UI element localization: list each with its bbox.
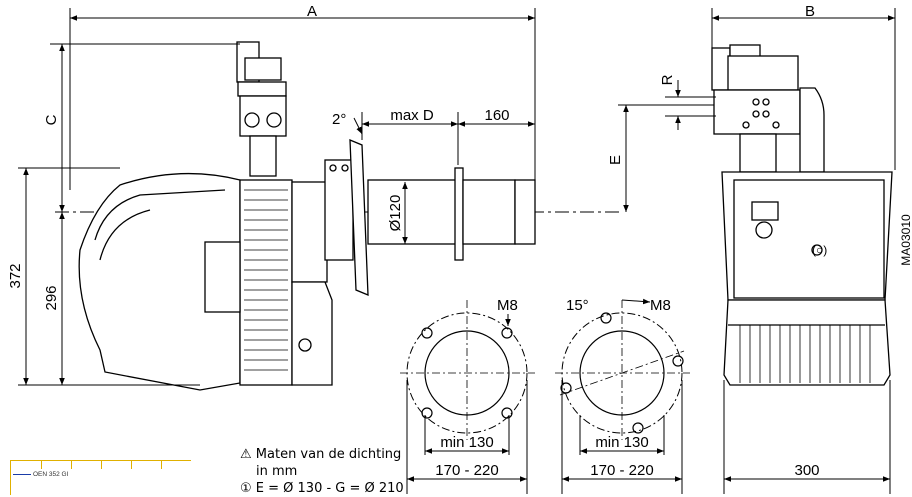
angle-2deg-label: 2° [332,111,346,128]
side-view-burner [55,41,620,391]
dimension-296-label: 296 [43,285,60,310]
range-right-label: 170 - 220 [590,462,653,479]
dimension-300-line [723,380,891,494]
dimension-d-label: max D [390,107,434,124]
dimension-dia120-label: Ø120 [387,195,404,232]
front-view-burner [711,44,893,386]
dimension-b-line [711,8,896,170]
grid-tick [71,461,72,469]
note-line-3: ① E = Ø 130 - G = Ø 210 [240,481,404,496]
dimension-min130-lines [424,415,665,455]
legend-label: OEN 352 GI [33,471,69,478]
seal-dimensions-note: ⚠ Maten van de dichting in mm ① E = Ø 13… [240,446,410,497]
grid-tick [41,461,42,469]
drawing-code: MA03010 [899,214,912,266]
dimension-160-label: 160 [484,107,509,124]
dimension-e-label: E [607,155,624,165]
min130-left-label: min 130 [440,434,493,451]
dimension-range-lines [406,380,683,494]
angle-15deg-label: 15° [566,297,589,314]
min130-right-label: min 130 [595,434,648,451]
dimension-372-label: 372 [7,263,24,288]
grid-tick [131,461,132,469]
dimension-372-line [18,167,200,386]
flange-view-right [555,300,690,440]
range-left-label: 170 - 220 [435,462,498,479]
grid-tick [161,461,162,469]
note-line-1: ⚠ Maten van de dichting [240,447,402,462]
dimension-c-line [50,43,240,212]
flange-view-left [400,300,535,440]
mini-chart-fragment: OEN 352 GI [10,460,191,495]
dimension-d-line [361,112,459,165]
dimension-c-label: C [43,114,60,125]
note-line-2: in mm [256,464,298,479]
dimension-a-label: A [307,3,317,20]
dimension-300-label: 300 [794,462,819,479]
m8-right-label: M8 [650,297,671,314]
grid-tick [101,461,102,469]
dimension-r-line [665,80,716,130]
dimension-b-label: B [805,3,815,20]
legend-line [13,474,31,475]
dimension-e-line [618,104,715,212]
m8-left-label: M8 [497,297,518,314]
dimension-r-label: R [659,74,676,85]
dimension-160-line [458,112,536,175]
dimension-a-line [69,8,536,190]
ring-symbol: (○) [812,243,827,257]
